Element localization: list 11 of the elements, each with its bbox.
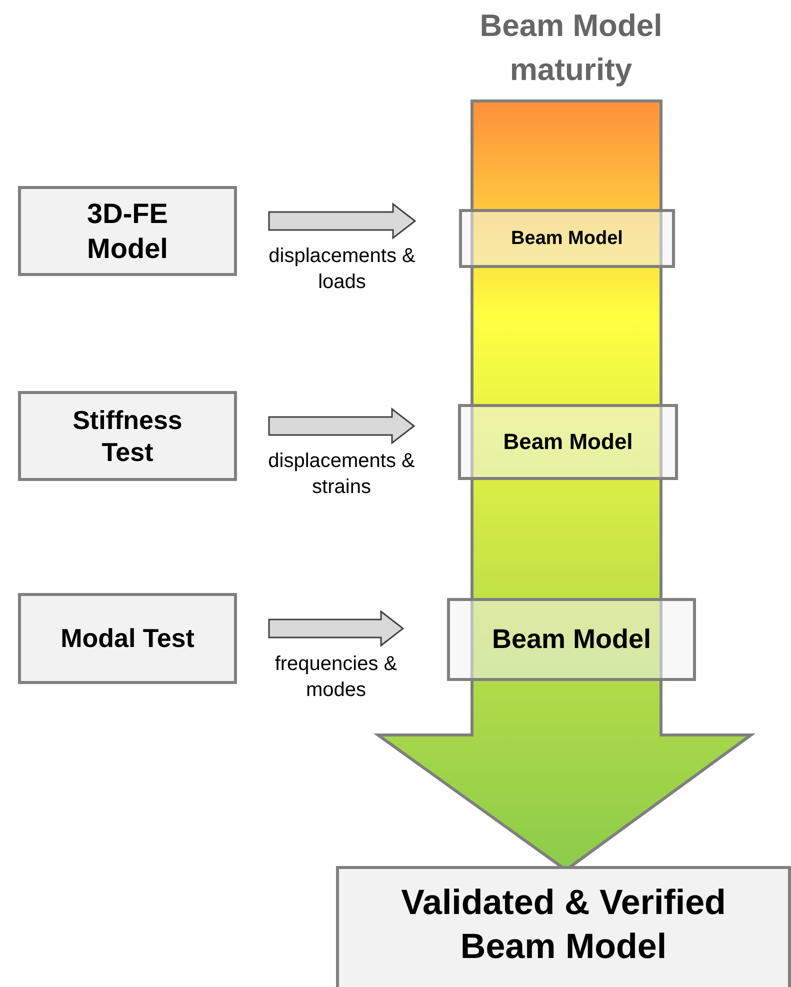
diagram-title: Beam Model maturity (478, 7, 664, 89)
process-box: Stiffness Test (18, 391, 237, 481)
block-arrow (268, 610, 404, 648)
process-box: 3D-FE Model (18, 186, 237, 276)
process-box: Modal Test (18, 593, 237, 684)
beam-model-box: Beam Model (459, 209, 675, 268)
block-arrow (268, 202, 416, 240)
beam-model-box: Beam Model (458, 404, 678, 480)
result-box: Validated & Verified Beam Model (336, 866, 791, 987)
block-arrow (268, 407, 416, 445)
beam-model-box: Beam Model (447, 598, 696, 681)
